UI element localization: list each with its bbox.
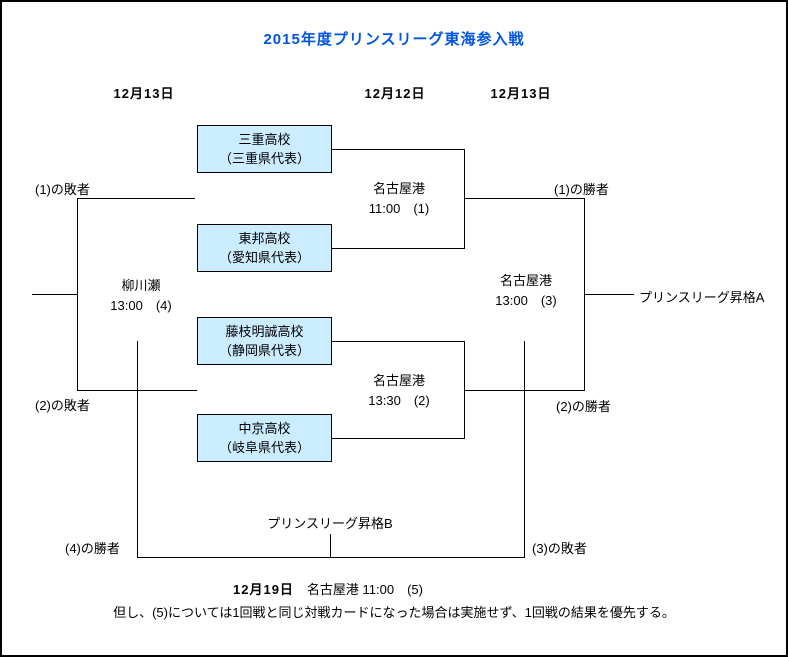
team-representative: （岐阜県代表） bbox=[218, 440, 310, 455]
team-name: 藤枝明誠高校 bbox=[225, 324, 304, 339]
loser1-label: (1)の敗者 bbox=[35, 182, 90, 197]
footnote: 但し、(5)については1回戦と同じ対戦カードになった場合は実施せず、1回戦の結果… bbox=[113, 605, 675, 620]
match1-venue: 名古屋港 bbox=[372, 181, 425, 196]
match2-team2-connector-line bbox=[332, 438, 464, 439]
team-name: 中京高校 bbox=[238, 421, 291, 436]
match1-winner-line bbox=[464, 198, 584, 199]
team-representative: （三重県代表） bbox=[218, 151, 310, 166]
match5-left-drop-line bbox=[137, 341, 138, 558]
team-box-mie: 三重高校 （三重県代表） bbox=[197, 125, 332, 173]
team-name: 三重高校 bbox=[238, 132, 291, 147]
winner2-label: (2)の勝者 bbox=[556, 399, 611, 414]
match5-right-drop-line bbox=[524, 341, 525, 558]
match2-label: 名古屋港 13:30 (2) bbox=[329, 371, 469, 411]
match4-venue: 柳川瀬 bbox=[121, 278, 161, 293]
winner1-label: (1)の勝者 bbox=[554, 182, 609, 197]
date-right-column: 12月13日 bbox=[490, 86, 552, 101]
match4-time: 13:00 (4) bbox=[110, 298, 172, 313]
match1-bracket-line bbox=[464, 149, 465, 249]
team-box-toho: 東邦高校 （愛知県代表） bbox=[197, 224, 332, 272]
match1-label: 名古屋港 11:00 (1) bbox=[329, 179, 469, 219]
promotion-a-label: プリンスリーグ昇格A bbox=[639, 290, 765, 305]
match3-label: 名古屋港 13:00 (3) bbox=[456, 271, 596, 311]
match2-team1-connector-line bbox=[332, 341, 464, 342]
match1-team1-connector-line bbox=[332, 149, 464, 150]
loser2-label: (2)の敗者 bbox=[35, 398, 90, 413]
team-box-fujieda-meisei: 藤枝明誠高校 （静岡県代表） bbox=[197, 317, 332, 365]
match2-time: 13:30 (2) bbox=[368, 393, 430, 408]
match4-label: 柳川瀬 13:00 (4) bbox=[71, 276, 211, 316]
winner4-label: (4)の勝者 bbox=[65, 541, 120, 556]
match5-winner-stub-line bbox=[330, 534, 331, 557]
page-title: 2015年度プリンスリーグ東海参入戦 bbox=[263, 31, 525, 48]
match3-winner-line bbox=[584, 294, 634, 295]
team-representative: （愛知県代表） bbox=[218, 250, 310, 265]
match5-venue-time: 名古屋港 11:00 (5) bbox=[293, 582, 423, 597]
date-middle-column: 12月12日 bbox=[364, 86, 426, 101]
match3-venue: 名古屋港 bbox=[499, 273, 552, 288]
match4-winner-line bbox=[32, 294, 77, 295]
match1-team2-connector-line bbox=[332, 248, 464, 249]
match1-time: 11:00 (1) bbox=[368, 201, 430, 216]
loser3-label: (3)の敗者 bbox=[532, 541, 587, 556]
match4-team1-connector-line bbox=[77, 198, 195, 199]
match5-label: 12月19日 名古屋港 11:00 (5) bbox=[128, 579, 528, 598]
match3-time: 13:00 (3) bbox=[495, 293, 557, 308]
date-left-column: 12月13日 bbox=[113, 86, 175, 101]
match5-date: 12月19日 bbox=[233, 582, 294, 597]
team-representative: （静岡県代表） bbox=[218, 343, 310, 358]
team-name: 東邦高校 bbox=[238, 231, 291, 246]
match4-bracket-line bbox=[77, 198, 78, 391]
match2-venue: 名古屋港 bbox=[372, 373, 425, 388]
match5-bracket-line bbox=[137, 557, 525, 558]
promotion-b-label: プリンスリーグ昇格B bbox=[267, 516, 393, 531]
team-box-chukyo: 中京高校 （岐阜県代表） bbox=[197, 414, 332, 462]
